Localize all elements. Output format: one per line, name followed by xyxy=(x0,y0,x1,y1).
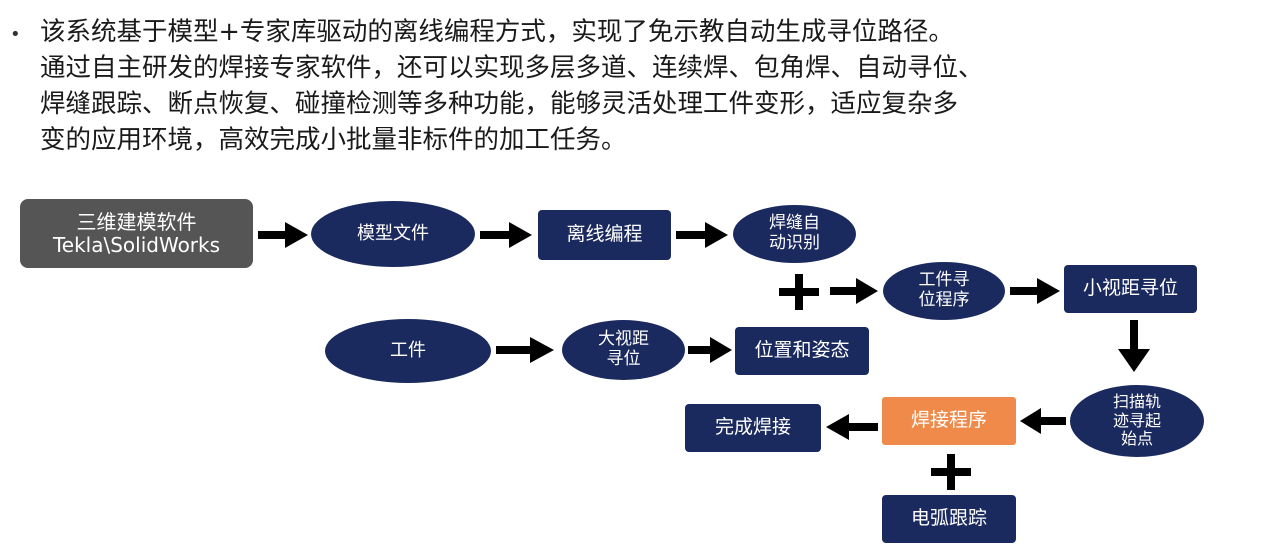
node-model-file-label: 模型文件 xyxy=(357,222,429,244)
description-line-4: 变的应用环境，高效完成小批量非标件的加工任务。 xyxy=(40,125,627,155)
node-small-fov-search-label: 小视距寻位 xyxy=(1082,277,1178,300)
node-scan-track: 扫描轨 迹寻起 始点 xyxy=(1070,385,1204,457)
arrow-down-icon xyxy=(1118,320,1150,372)
node-3d-modeling-software-line2: Tekla\SolidWorks xyxy=(52,232,221,257)
node-3d-modeling-software-line1: 三维建模软件 xyxy=(76,209,197,234)
node-workpiece-label: 工件 xyxy=(390,339,426,361)
node-large-fov-search-line1: 大视距 xyxy=(598,329,649,350)
plus-icon xyxy=(779,274,819,310)
description-line-3: 焊缝跟踪、断点恢复、碰撞检测等多种功能，能够灵活处理工件变形，适应复杂多 xyxy=(40,89,959,119)
node-scan-track-line3: 始点 xyxy=(1120,429,1153,449)
node-arc-tracking: 电弧跟踪 xyxy=(882,495,1016,543)
node-workpiece-search-program-line2: 位程序 xyxy=(918,290,970,310)
arrow-left-icon xyxy=(826,414,878,440)
node-seam-recognition-line1: 焊缝自 xyxy=(769,213,820,234)
description-line-1: 该系统基于模型+专家库驱动的离线编程方式，实现了免示教自动生成寻位路径。 xyxy=(40,17,954,47)
node-position-pose: 位置和姿态 xyxy=(735,327,869,375)
node-large-fov-search: 大视距 寻位 xyxy=(562,320,685,380)
node-finish-welding-label: 完成焊接 xyxy=(714,416,791,439)
node-model-file: 模型文件 xyxy=(311,201,475,267)
node-seam-recognition-line2: 动识别 xyxy=(769,233,820,253)
arrow-right-icon xyxy=(688,337,732,363)
node-workpiece-search-program: 工件寻 位程序 xyxy=(883,262,1005,320)
arrow-right-icon xyxy=(258,222,308,248)
arrow-right-icon xyxy=(1010,278,1060,304)
node-workpiece-search-program-line1: 工件寻 xyxy=(918,270,970,291)
node-offline-programming: 离线编程 xyxy=(538,210,671,260)
node-large-fov-search-line2: 寻位 xyxy=(606,349,641,369)
bullet-marker: • xyxy=(10,24,21,45)
node-seam-recognition: 焊缝自 动识别 xyxy=(733,205,856,263)
arrow-right-icon xyxy=(676,222,728,248)
node-3d-modeling-software: 三维建模软件 Tekla\SolidWorks xyxy=(20,199,253,268)
arrow-right-icon xyxy=(496,337,554,363)
node-scan-track-line1: 扫描轨 xyxy=(1112,392,1161,412)
arrow-right-icon xyxy=(830,278,878,304)
node-workpiece: 工件 xyxy=(325,319,491,383)
arrow-right-icon xyxy=(480,222,532,248)
node-finish-welding: 完成焊接 xyxy=(685,404,821,452)
node-arc-tracking-label: 电弧跟踪 xyxy=(910,507,987,530)
arrow-left-icon xyxy=(1020,408,1066,434)
description-line-2: 通过自主研发的焊接专家软件，还可以实现多层多道、连续焊、包角焊、自动寻位、 xyxy=(40,53,984,83)
node-welding-program: 焊接程序 xyxy=(882,397,1016,445)
node-small-fov-search: 小视距寻位 xyxy=(1064,265,1197,313)
node-offline-programming-label: 离线编程 xyxy=(566,223,643,246)
node-position-pose-label: 位置和姿态 xyxy=(754,339,850,362)
node-welding-program-label: 焊接程序 xyxy=(910,409,987,432)
plus-icon xyxy=(931,454,971,490)
node-scan-track-line2: 迹寻起 xyxy=(1112,410,1161,430)
